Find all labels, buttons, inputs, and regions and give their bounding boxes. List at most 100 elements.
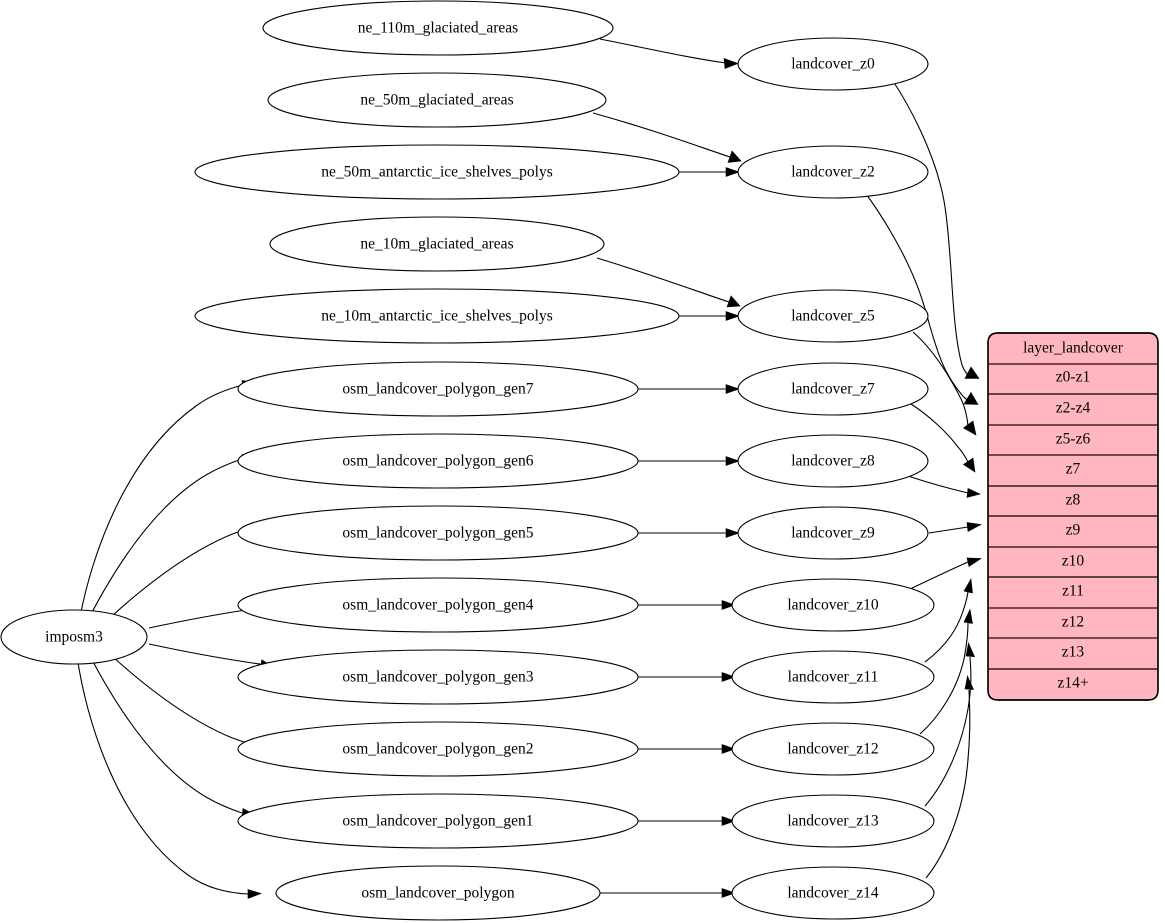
node-shape[interactable] xyxy=(237,361,639,417)
node-label: landcover_z14 xyxy=(787,885,878,902)
node-imposm3[interactable]: imposm3 xyxy=(0,609,148,665)
node-label: ne_10m_antarctic_ice_shelves_polys xyxy=(321,308,553,325)
edge-imposm3-to-gen3 xyxy=(148,643,262,665)
arrow-head xyxy=(966,522,982,532)
table-header: layer_landcover xyxy=(1023,340,1124,357)
arrow-head xyxy=(727,150,742,163)
node-label: landcover_z13 xyxy=(787,813,878,830)
table-row-label[interactable]: z9 xyxy=(1066,522,1081,539)
layer-landcover-table[interactable]: layer_landcover z0-z1 z2-z4 z5-z6 z7 z8 … xyxy=(987,332,1159,701)
node-shape[interactable] xyxy=(269,216,605,272)
node-label: osm_landcover_polygon_gen5 xyxy=(342,525,533,542)
node-osm-landcover-polygon[interactable]: osm_landcover_polygon xyxy=(275,865,601,921)
node-landcover-z7[interactable]: landcover_z7 xyxy=(737,362,929,416)
node-shape[interactable] xyxy=(275,865,601,921)
edge-imposm3-to-polygon xyxy=(76,655,249,895)
node-osm-landcover-polygon-gen6[interactable]: osm_landcover_polygon_gen6 xyxy=(237,433,639,489)
osm-node-group: osm_landcover_polygon_gen7 osm_landcover… xyxy=(237,361,639,921)
edge-imposm3-to-gen6 xyxy=(89,458,243,617)
node-shape[interactable] xyxy=(237,433,639,489)
node-landcover-z13[interactable]: landcover_z13 xyxy=(731,794,935,848)
node-shape[interactable] xyxy=(737,145,929,199)
node-shape[interactable] xyxy=(731,866,935,920)
table-row-label[interactable]: z10 xyxy=(1062,553,1085,570)
node-shape[interactable] xyxy=(737,434,929,488)
node-shape[interactable] xyxy=(737,289,929,343)
arrow-head xyxy=(725,384,740,394)
node-shape[interactable] xyxy=(731,794,935,848)
node-landcover-z14[interactable]: landcover_z14 xyxy=(731,866,935,920)
table-row-label[interactable]: z2-z4 xyxy=(1056,400,1091,417)
node-label: landcover_z7 xyxy=(791,381,875,398)
node-shape[interactable] xyxy=(737,506,929,560)
edge-z0-to-row-z0z1 xyxy=(892,80,969,376)
node-label: osm_landcover_polygon_gen6 xyxy=(342,453,533,470)
node-shape[interactable] xyxy=(194,144,680,200)
arrow-head xyxy=(726,295,741,308)
table-row-label[interactable]: z14+ xyxy=(1057,675,1088,692)
node-osm-landcover-polygon-gen5[interactable]: osm_landcover_polygon_gen5 xyxy=(237,505,639,561)
table-row-label[interactable]: z12 xyxy=(1062,614,1084,631)
node-landcover-z2[interactable]: landcover_z2 xyxy=(737,145,929,199)
node-shape[interactable] xyxy=(731,650,935,704)
node-shape[interactable] xyxy=(267,72,607,128)
arrow-head xyxy=(725,311,740,321)
node-shape[interactable] xyxy=(737,362,929,416)
node-shape[interactable] xyxy=(194,288,680,344)
arrow-head xyxy=(966,488,981,498)
node-shape[interactable] xyxy=(237,649,639,705)
node-ne-50m-glaciated-areas[interactable]: ne_50m_glaciated_areas xyxy=(267,72,607,128)
arrow-head xyxy=(721,744,736,754)
node-label: landcover_z11 xyxy=(788,669,879,686)
node-shape[interactable] xyxy=(237,505,639,561)
node-osm-landcover-polygon-gen1[interactable]: osm_landcover_polygon_gen1 xyxy=(237,793,639,849)
edge-z10-to-row-z10 xyxy=(907,561,969,591)
arrow-head xyxy=(963,391,979,405)
node-shape[interactable] xyxy=(731,578,935,632)
table-rows: z0-z1 z2-z4 z5-z6 z7 z8 z9 z10 z11 z12 xyxy=(988,363,1158,692)
edge-ne50glac-to-z2 xyxy=(592,112,731,158)
node-osm-landcover-polygon-gen3[interactable]: osm_landcover_polygon_gen3 xyxy=(237,649,639,705)
arrow-head xyxy=(247,889,262,899)
node-shape[interactable] xyxy=(262,0,614,56)
node-label: landcover_z12 xyxy=(787,741,878,758)
node-osm-landcover-polygon-gen2[interactable]: osm_landcover_polygon_gen2 xyxy=(237,721,639,777)
node-label: imposm3 xyxy=(45,629,103,646)
node-osm-landcover-polygon-gen4[interactable]: osm_landcover_polygon_gen4 xyxy=(237,577,639,633)
node-ne-50m-antarctic-ice-shelves-polys[interactable]: ne_50m_antarctic_ice_shelves_polys xyxy=(194,144,680,200)
edge-z5-to-row-z5z6 xyxy=(912,331,969,427)
node-ne-110m-glaciated-areas[interactable]: ne_110m_glaciated_areas xyxy=(262,0,614,56)
node-ne-10m-antarctic-ice-shelves-polys[interactable]: ne_10m_antarctic_ice_shelves_polys xyxy=(194,288,680,344)
node-landcover-z8[interactable]: landcover_z8 xyxy=(737,434,929,488)
node-landcover-z5[interactable]: landcover_z5 xyxy=(737,289,929,343)
table-row-label[interactable]: z0-z1 xyxy=(1056,369,1090,386)
table-row-label[interactable]: z8 xyxy=(1066,492,1081,509)
node-landcover-z12[interactable]: landcover_z12 xyxy=(731,722,935,776)
table-row-label[interactable]: z13 xyxy=(1062,644,1085,661)
node-shape[interactable] xyxy=(737,37,929,91)
node-osm-landcover-polygon-gen7[interactable]: osm_landcover_polygon_gen7 xyxy=(237,361,639,417)
node-label: ne_10m_glaciated_areas xyxy=(360,236,513,253)
edge-z7-to-row-z7 xyxy=(910,403,969,463)
table-row-label[interactable]: z7 xyxy=(1066,461,1081,478)
node-landcover-z0[interactable]: landcover_z0 xyxy=(737,37,929,91)
table-row-label[interactable]: z5-z6 xyxy=(1056,431,1091,448)
node-landcover-z10[interactable]: landcover_z10 xyxy=(731,578,935,632)
node-shape[interactable] xyxy=(237,577,639,633)
arrow-head xyxy=(725,456,740,466)
node-shape[interactable] xyxy=(731,722,935,776)
node-landcover-z9[interactable]: landcover_z9 xyxy=(737,506,929,560)
node-shape[interactable] xyxy=(237,793,639,849)
node-ne-10m-glaciated-areas[interactable]: ne_10m_glaciated_areas xyxy=(269,216,605,272)
arrow-head xyxy=(963,578,973,594)
node-shape[interactable] xyxy=(0,609,148,665)
node-landcover-z11[interactable]: landcover_z11 xyxy=(731,650,935,704)
node-shape[interactable] xyxy=(237,721,639,777)
arrow-head xyxy=(962,420,977,436)
node-label: landcover_z2 xyxy=(791,164,875,181)
node-label: landcover_z0 xyxy=(791,56,875,73)
table-row-label[interactable]: z11 xyxy=(1062,583,1084,600)
edge-z14-to-row-z14plus xyxy=(925,689,971,879)
